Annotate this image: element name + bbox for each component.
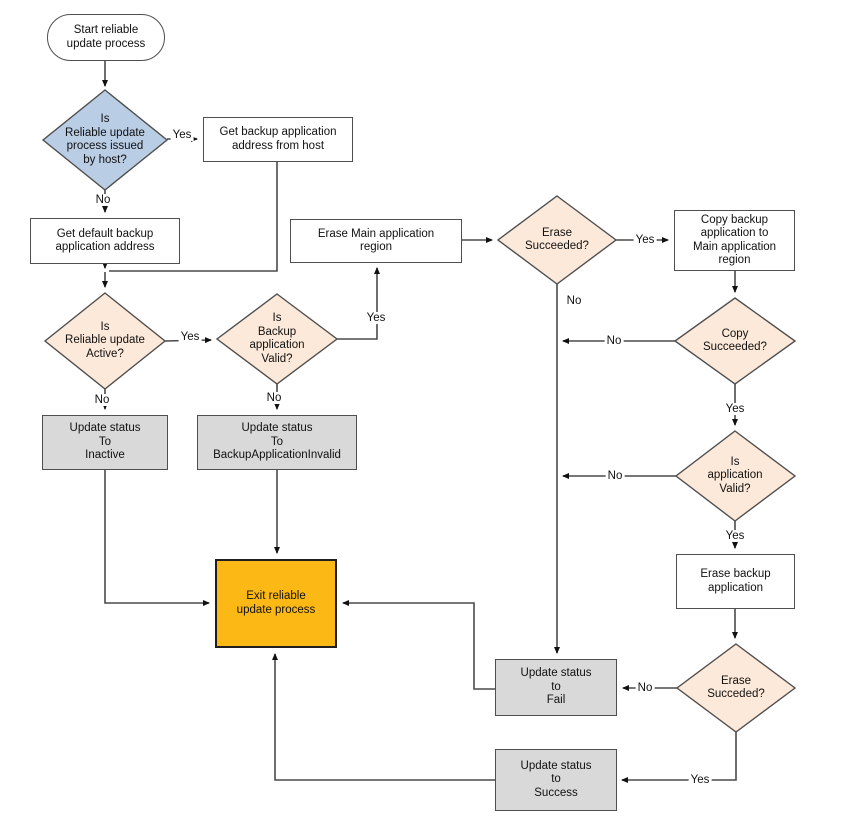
edge-host-box-to-junction (109, 162, 278, 272)
edge-label-yes: Yes (364, 312, 388, 324)
process-get-default-address: Get default backup application address (30, 218, 180, 264)
edge-label-no: No (93, 194, 113, 206)
edge-label-yes: Yes (178, 331, 202, 343)
edge-fail-to-exit (342, 600, 495, 690)
decision-erase-succeded-2-shape (675, 643, 797, 733)
decision-is-backup-valid-shape (215, 293, 339, 385)
decision-is-update-active-shape (43, 292, 167, 390)
edge-label-yes: Yes (633, 234, 657, 246)
decision-is-application-valid-shape (674, 430, 797, 522)
edge-label-no: No (635, 682, 655, 694)
edge-inactive-to-exit (104, 470, 210, 606)
process-copy-backup: Copy backup application to Main applicat… (674, 210, 795, 271)
decision-copy-succeeded-shape (673, 297, 797, 385)
edge-label-no: No (564, 295, 584, 307)
edge-backup-valid-yes (337, 267, 380, 340)
status-success-box: Update status to Success (495, 749, 617, 811)
edge-label-yes: Yes (723, 530, 747, 542)
edge-label-yes: Yes (688, 774, 712, 786)
edge-label-yes: Yes (170, 129, 194, 141)
status-fail-box: Update status to Fail (495, 659, 617, 716)
decision-erase-succeeded-shape (496, 195, 618, 285)
exit-process-box: Exit reliable update process (215, 559, 337, 648)
edge-label-no: No (605, 470, 625, 482)
start-terminator: Start reliable update process (47, 14, 165, 61)
edge-label-no: No (604, 335, 624, 347)
edge-erase-succeded-yes (621, 732, 737, 783)
status-backup-invalid-box: Update status To BackupApplicationInvali… (197, 415, 357, 470)
status-inactive-box: Update status To Inactive (42, 415, 168, 470)
decision-is-host-issued-shape (41, 89, 169, 191)
edge-success-to-exit (272, 653, 495, 781)
edge-label-no: No (264, 392, 284, 404)
process-erase-main-region: Erase Main application region (290, 219, 462, 263)
edge-label-no: No (92, 394, 112, 406)
edge-label-yes: Yes (723, 403, 747, 415)
process-erase-backup: Erase backup application (676, 554, 795, 609)
process-get-backup-address: Get backup application address from host (203, 117, 353, 162)
